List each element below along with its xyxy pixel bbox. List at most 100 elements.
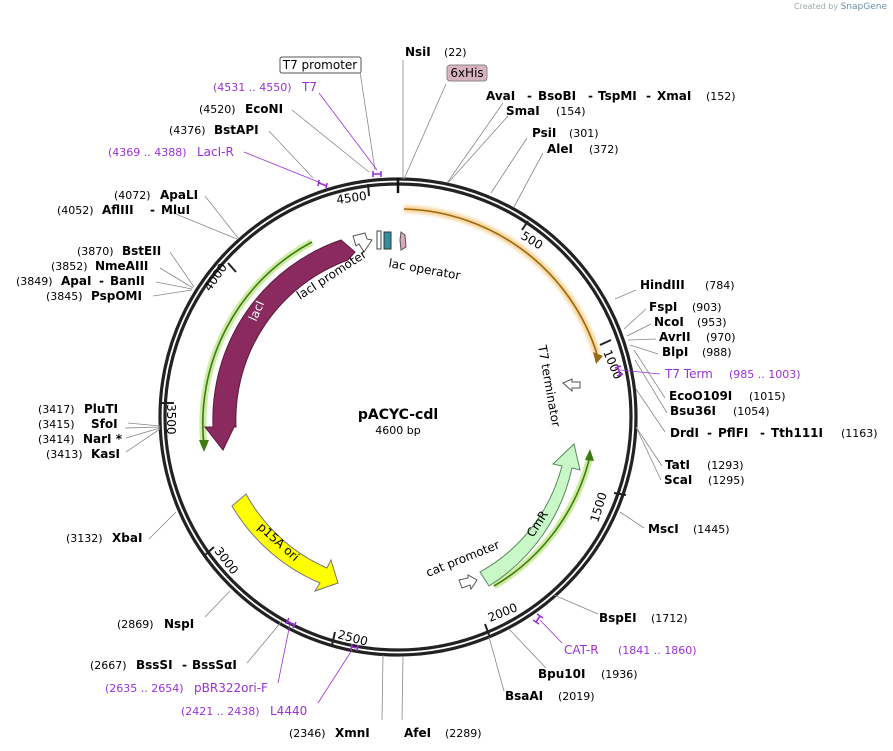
enzyme-xmai: XmaI — [657, 89, 691, 103]
enzyme-blpi: BlpI — [662, 345, 688, 359]
sep-8: - — [150, 203, 155, 217]
leader-lines — [124, 60, 668, 721]
enzyme-nari-pos: (3414) — [38, 433, 75, 446]
enzyme-scai: ScaI — [664, 473, 692, 487]
tick-label-3500: 3500 — [164, 404, 178, 435]
sep-3: - — [646, 89, 651, 103]
enzyme-bsaai: BsaAI — [505, 689, 543, 703]
enzyme-afei-pos: (2289) — [445, 727, 482, 740]
enzyme-apali-pos: (4072) — [114, 189, 151, 202]
enzyme-bspei: BspEI — [599, 611, 637, 625]
plasmid-length: 4600 bp — [375, 424, 420, 437]
enzyme-pflfi: PflFI — [718, 426, 748, 440]
primer-cat-r-range: (1841 .. 1860) — [618, 644, 697, 657]
enzyme-apali: ApaLI — [160, 188, 198, 202]
enzyme-bstapi: BstAPI — [214, 123, 259, 137]
enzyme-msci-pos: (1445) — [693, 523, 730, 536]
enzyme-bpu10i: Bpu10I — [538, 667, 585, 681]
sixhis-label: 6xHis — [450, 66, 483, 80]
enzyme-nari: NarI * — [83, 432, 123, 446]
t7-promoter-label: T7 promoter — [282, 58, 358, 72]
enzyme-bsteii: BstEII — [122, 244, 161, 258]
primer-l4440-range: (2421 .. 2438) — [181, 705, 260, 718]
plasmid-name: pACYC-cdl — [358, 407, 438, 423]
sixhis-box — [446, 64, 488, 82]
enzyme-psii-pos: (301) — [569, 127, 599, 140]
t7-terminator-arrow — [562, 378, 581, 393]
enzyme-xmni-pos: (2346) — [289, 727, 326, 740]
primer-marks — [285, 171, 624, 652]
enzyme-avrii-pos: (970) — [706, 331, 736, 344]
primer-t7-range: (4531 .. 4550) — [213, 81, 292, 94]
sep-7: - — [99, 274, 104, 288]
enzyme-xbai-pos: (3132) — [66, 532, 103, 545]
enzyme-pspomi-pos: (3845) — [46, 290, 83, 303]
enzyme-bstapi-pos: (4376) — [169, 124, 206, 137]
enzyme-xmni: XmnI — [335, 726, 370, 740]
enzyme-bsssali: BssSαI — [192, 658, 237, 672]
orf-cmr-arrowhead — [585, 449, 594, 461]
t7-promoter-mark — [376, 230, 382, 250]
orf-cmr-line — [493, 455, 591, 587]
p15a-ori-arrow — [231, 493, 339, 592]
enzyme-pspomi: PspOMI — [91, 289, 142, 303]
enzyme-econi: EcoNI — [245, 102, 283, 116]
enzyme-pluti-pos: (3417) — [38, 403, 75, 416]
tick-label-2000: 2000 — [486, 600, 520, 624]
sep-1: - — [527, 89, 532, 103]
credit-prefix: Created by — [794, 2, 839, 11]
laci-promoter-arrow — [352, 232, 373, 253]
enzyme-drdi-group-pos: (1163) — [841, 427, 878, 440]
enzyme-nmeaiii-pos: (3852) — [51, 260, 88, 273]
enzyme-bsssi: BssSI — [136, 658, 173, 672]
enzyme-econi-pos: (4520) — [199, 103, 236, 116]
orf-laci-arrowhead — [199, 440, 209, 452]
sep-2: - — [588, 89, 593, 103]
enzyme-hindiii: HindIII — [640, 278, 685, 292]
orf-laci-line — [202, 241, 313, 447]
enzyme-eco0109i-pos: (1015) — [749, 390, 786, 403]
t7-terminator-label: T7 terminator — [535, 343, 563, 428]
enzyme-nmeaiii: NmeAIII — [95, 259, 148, 273]
enzyme-pluti: PluTI — [84, 402, 118, 416]
enzyme-bsobi: BsoBI — [538, 89, 576, 103]
lac-operator-box — [383, 231, 392, 250]
enzyme-kasi-pos: (3413) — [46, 448, 83, 461]
enzyme-aval: AvaI — [486, 89, 515, 103]
enzyme-ncoi: NcoI — [654, 315, 684, 329]
primer-cat-r: CAT-R — [564, 643, 599, 657]
orf-orange-glow — [403, 205, 601, 356]
enzyme-apai: ApaI — [61, 274, 91, 288]
snapgene-credit: Created by SnapGene — [794, 2, 887, 12]
orf-orange-arrowhead — [593, 352, 603, 364]
enzyme-ncoi-pos: (953) — [697, 316, 727, 329]
enzyme-tati: TatI — [665, 458, 690, 472]
enzyme-bpu10i-pos: (1936) — [601, 668, 638, 681]
primer-leader-lines — [243, 92, 661, 704]
primer-t7-term: T7 Term — [664, 367, 713, 381]
enzyme-psii: PsiI — [532, 126, 556, 140]
enzyme-fspi-pos: (903) — [692, 301, 722, 314]
snapgene-logo: SnapGene — [840, 2, 887, 12]
enzyme-afliii: AflIII — [102, 203, 134, 217]
enzyme-bsssi-group-pos: (2667) — [90, 659, 127, 672]
enzyme-smai-pos: (154) — [556, 105, 586, 118]
primer-t7: T7 — [301, 80, 317, 94]
orf-orange-line — [403, 208, 598, 355]
enzyme-scai-pos: (1295) — [708, 474, 745, 487]
enzyme-sfoi-pos: (3415) — [38, 418, 75, 431]
enzyme-avrii: AvrII — [659, 330, 691, 344]
cat-promoter-arrow — [458, 574, 478, 591]
enzyme-afliii-group-pos: (4052) — [57, 204, 94, 217]
tick-marks — [161, 183, 627, 646]
sep-4: - — [707, 426, 712, 440]
sep-5: - — [760, 426, 765, 440]
enzyme-bsu36i-pos: (1054) — [733, 405, 770, 418]
tick-label-4500: 4500 — [335, 189, 367, 207]
lac-operator-label: lac operator — [387, 256, 461, 282]
laci-feature-arrow — [203, 239, 356, 451]
enzyme-kasi: KasI — [91, 447, 120, 461]
enzyme-alei-pos: (372) — [589, 143, 619, 156]
enzyme-fspi: FspI — [649, 300, 677, 314]
primer-laci-r-range: (4369 .. 4388) — [108, 146, 187, 159]
